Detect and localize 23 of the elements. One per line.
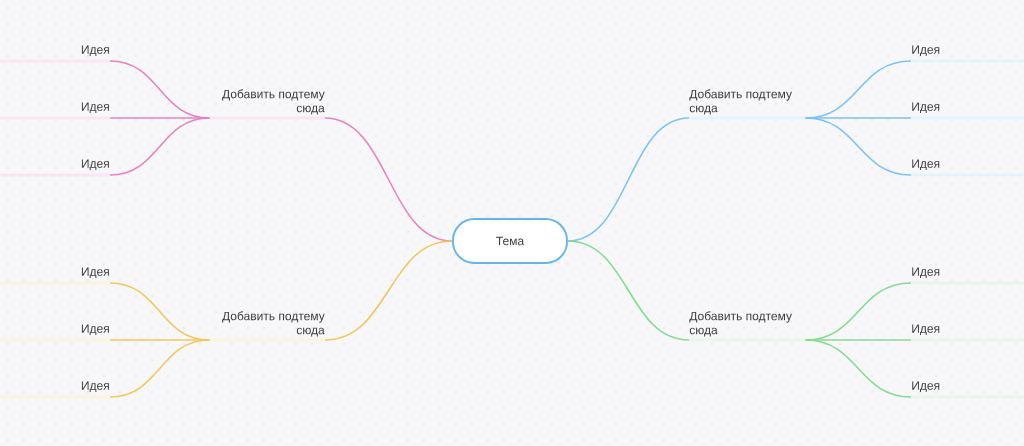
subtopic-label: Добавить подтему сюда [209, 311, 325, 342]
idea-label: Идея [0, 159, 110, 177]
subtopic-label: Добавить подтему сюда [689, 311, 806, 342]
branch-line [109, 339, 211, 398]
idea-label: Идея [911, 102, 1024, 120]
branch-line [804, 339, 912, 398]
idea-label: Идея [0, 324, 110, 342]
idea-label: Идея [911, 159, 1024, 177]
idea-label: Идея [0, 381, 110, 399]
idea-label: Идея [911, 267, 1024, 285]
idea-label: Идея [0, 45, 110, 63]
idea-label: Идея [0, 267, 110, 285]
topic-pill: Тема [452, 218, 568, 264]
idea-label: Идея [911, 381, 1024, 399]
branch-line [109, 117, 211, 176]
branch-line [804, 117, 912, 176]
branch-line [567, 240, 690, 341]
idea-label: Идея [911, 324, 1024, 342]
branch-line [324, 240, 453, 341]
idea-label: Идея [911, 45, 1024, 63]
subtopic-label: Добавить подтему сюда [689, 89, 806, 120]
subtopic-label: Добавить подтему сюда [209, 89, 325, 120]
idea-label: Идея [0, 102, 110, 120]
